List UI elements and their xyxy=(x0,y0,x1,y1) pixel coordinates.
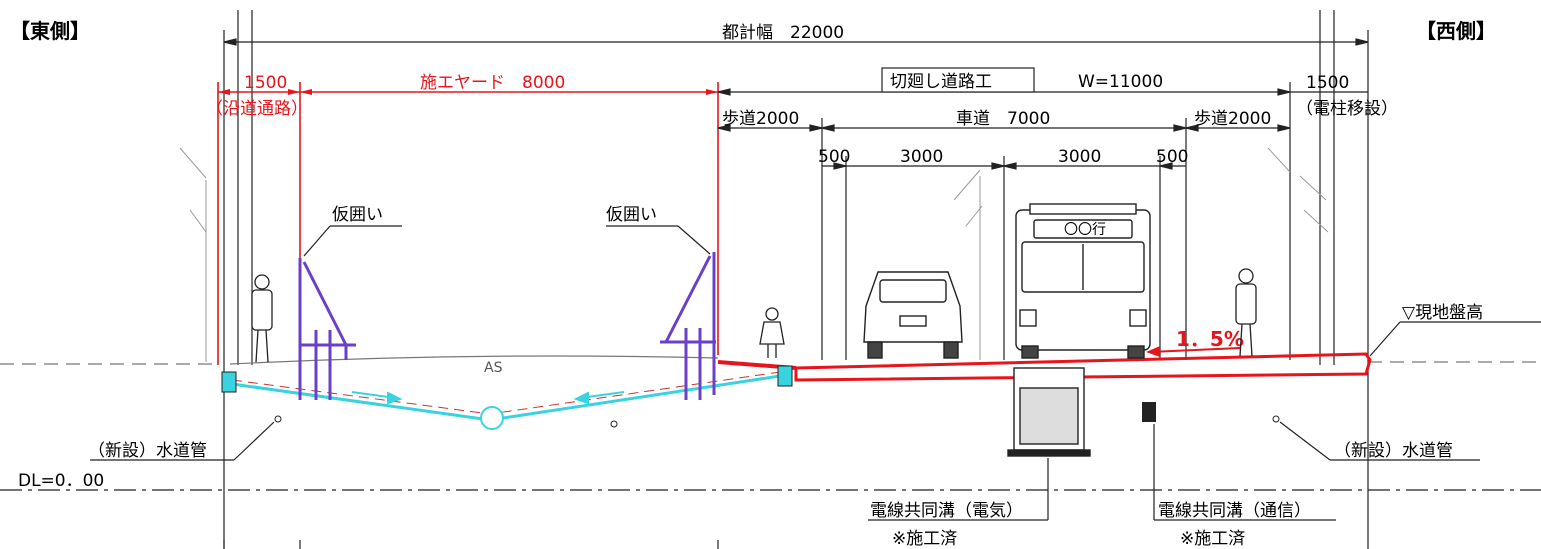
roadside-note: （沿道通路） xyxy=(206,99,308,119)
water-pipe-right-label: （新設）水道管 xyxy=(1334,441,1453,461)
existing-ground-line xyxy=(0,355,1541,365)
trench-power-label: 電線共同溝（電気） xyxy=(870,501,1023,521)
slope-label: 1．5% xyxy=(1176,327,1244,351)
slope-arrow xyxy=(1146,346,1241,357)
trench-comm-label: 電線共同溝（通信） xyxy=(1158,501,1311,521)
drain-pit xyxy=(480,406,504,430)
car xyxy=(863,271,963,359)
water-pipe-left xyxy=(274,415,282,423)
lane-dimension xyxy=(822,156,1186,360)
west-side-label: 【西側】 xyxy=(1416,19,1496,43)
building-hatching xyxy=(179,147,1329,362)
water-pipe-right xyxy=(1272,415,1280,423)
utility-poles xyxy=(237,10,1335,365)
comm-conduit xyxy=(1142,402,1156,422)
cut-road-width: W=11000 xyxy=(1078,72,1163,92)
lane-left-label: 3000 xyxy=(900,147,943,167)
shoulder-left-label: 500 xyxy=(818,147,850,167)
inlet-marker xyxy=(610,420,618,428)
shoulder-right-label: 500 xyxy=(1156,147,1188,167)
bottom-ticks xyxy=(223,540,719,549)
yard-label: 施エヤード 8000 xyxy=(420,73,565,93)
road-breakdown-dimension xyxy=(717,118,1291,360)
east-side-label: 【東側】 xyxy=(10,19,90,43)
water-pipe-left-label: （新設）水道管 xyxy=(88,441,207,461)
bus xyxy=(1015,203,1151,359)
sidewalk-right-label: 歩道2000 xyxy=(1194,109,1271,129)
flow-arrows xyxy=(351,391,625,405)
fence-right-label: 仮囲い xyxy=(606,205,657,225)
trench-comm-note: ※施工済 xyxy=(1180,529,1245,549)
trench-power-note: ※施工済 xyxy=(892,529,957,549)
pedestrian-left xyxy=(251,274,273,363)
asphalt-label: AS xyxy=(484,360,503,376)
fence-left-label: 仮囲い xyxy=(332,205,383,225)
drain-box-right xyxy=(777,365,793,387)
drainage-pipe xyxy=(231,374,781,422)
temporary-fence-left xyxy=(298,258,356,400)
drain-box-left xyxy=(221,371,237,393)
power-trench xyxy=(1007,367,1091,457)
pedestrian-child xyxy=(759,307,785,358)
total-width-label: 都計幅 22000 xyxy=(722,23,844,43)
sidewalk-left-label: 歩道2000 xyxy=(722,109,799,129)
total-width-dimension xyxy=(223,30,1369,549)
pedestrian-right xyxy=(1235,268,1257,357)
temporary-fence-right xyxy=(660,252,716,400)
datum-label: DL=0．00 xyxy=(18,471,104,491)
new-road-pavement xyxy=(794,352,1372,382)
ground-level-label: ▽現地盤高 xyxy=(1402,303,1483,323)
drainage-pipe-dash xyxy=(231,371,781,415)
lane-right-label: 3000 xyxy=(1058,147,1101,167)
bus-destination-sign: 〇〇行 xyxy=(1064,222,1106,238)
cut-road-label: 切廻し道路工 xyxy=(890,72,992,92)
ground-level-leader xyxy=(1369,321,1401,357)
pole-dim: 1500 xyxy=(1306,73,1349,93)
carriageway-label: 車道 7000 xyxy=(956,109,1050,129)
fence-leader-left-2 xyxy=(303,225,331,257)
trench-leaders xyxy=(868,424,1336,521)
roadside-dim: 1500 xyxy=(244,73,287,93)
fence-leader-right-2 xyxy=(677,225,711,255)
water-pipe-leaders xyxy=(90,421,1480,461)
pole-note: （電柱移設） xyxy=(1296,99,1398,119)
